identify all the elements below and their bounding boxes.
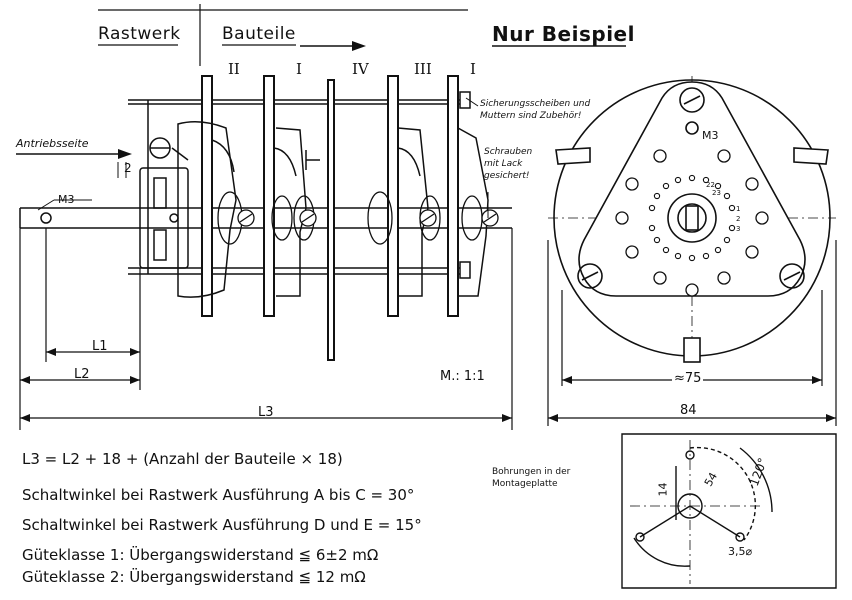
dim-l2-label: L2: [74, 367, 90, 382]
dim-84-label: 84: [680, 403, 697, 418]
dim-l3-label: L3: [258, 405, 274, 420]
dim-14-label: 14: [656, 482, 670, 497]
bauteile-label: Bauteile: [222, 24, 296, 44]
angle-ac-note: Schaltwinkel bei Rastwerk Ausführung A b…: [22, 486, 415, 504]
bauteile-arrow: [300, 41, 366, 51]
rastwerk-label: Rastwerk: [98, 24, 181, 44]
pos-22-label: 22: [706, 181, 715, 189]
page-title: Nur Beispiel: [492, 22, 635, 46]
screw-m3-label: M3: [58, 193, 75, 206]
mounting-plate: [621, 433, 837, 589]
front-view: [548, 76, 836, 363]
class2-note: Güteklasse 2: Übergangswiderstand ≦ 12 m…: [22, 568, 366, 586]
screws-note: Schrauben mit Lack gesichert!: [484, 147, 533, 181]
roman-label-4: III: [414, 60, 432, 78]
dim-75-label: ≈75: [672, 371, 704, 386]
dim-l1-label: L1: [92, 339, 108, 354]
header-lines: [98, 4, 626, 66]
front-holes: [615, 149, 769, 297]
side-view: [19, 75, 512, 361]
pos-1-label: 1: [736, 205, 741, 213]
class1-note: Güteklasse 1: Übergangswiderstand ≦ 6±2 …: [22, 546, 379, 564]
front-arrowheads: [548, 376, 836, 422]
mounting-caption: Bohrungen in der Montageplatte: [492, 467, 571, 489]
contact-ring: [648, 174, 736, 262]
side-leaders: [37, 97, 489, 218]
pos-2-label: 2: [736, 215, 741, 223]
front-m3-label: M3: [702, 129, 719, 142]
drive-side-label: Antriebsseite: [16, 137, 89, 150]
gap-2-label: 2: [124, 161, 132, 175]
roman-label-5: I: [470, 60, 476, 78]
washers-note: Sicherungsscheiben und Muttern sind Zube…: [480, 99, 591, 121]
dim-35-label: 3,5⌀: [728, 545, 753, 558]
front-dimensions: [547, 240, 837, 426]
roman-label-2: I: [296, 60, 302, 78]
scale-label: M.: 1:1: [440, 369, 485, 384]
pos-23-label: 23: [712, 189, 721, 197]
angle-de-note: Schaltwinkel bei Rastwerk Ausführung D u…: [22, 516, 422, 534]
drive-arrow: [16, 149, 132, 159]
pos-3-label: 3: [736, 225, 741, 233]
formula-l3: L3 = L2 + 18 + (Anzahl der Bauteile × 18…: [22, 450, 343, 468]
roman-label-1: II: [228, 60, 240, 78]
dimension-arrowheads: [20, 348, 512, 422]
roman-label-3: IV: [352, 60, 369, 78]
side-dimensions: [19, 228, 513, 430]
